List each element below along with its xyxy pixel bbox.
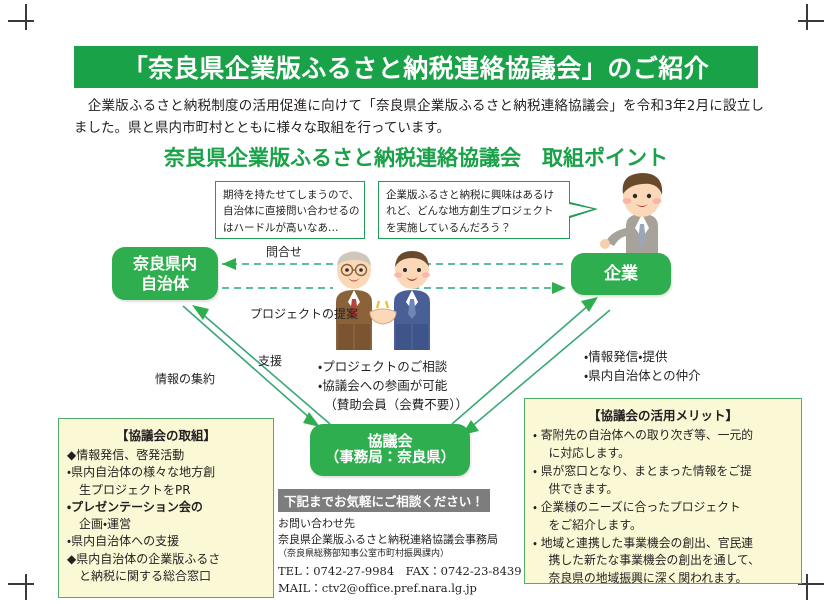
contact-banner: 下記までお気軽にご相談ください！ bbox=[278, 489, 490, 512]
bubble-left-line-2: 自治体に直接問い合わせるの bbox=[223, 205, 360, 218]
crop-mark-top-right bbox=[798, 4, 824, 30]
panel-activities-heading: 【協議会の取組】 bbox=[115, 428, 216, 443]
diagram-node-municipality: 奈良県内 自治体 bbox=[112, 247, 218, 300]
panel-line: をご紹介します。 bbox=[533, 517, 642, 532]
bubble-right-line-2: れど、どんな地方創生プロジェクト bbox=[386, 205, 554, 218]
speech-bubble-municipality-concern: 期待を持たせてしまうので、 自治体に直接問い合わせるの はハードルが高いなあ… bbox=[215, 181, 365, 239]
arrow-label-proposal: プロジェクトの提案 bbox=[250, 307, 359, 321]
company-role-bullets: ・情報発信・提供 ・県内自治体との仲介 bbox=[584, 348, 701, 386]
node-municipality-line-2: 自治体 bbox=[140, 273, 189, 293]
arrow-label-support: 支援 bbox=[258, 354, 283, 368]
panel-line: と納税に関する総合窓口 bbox=[67, 568, 212, 583]
bubble-left-line-3: はハードルが高いなあ… bbox=[223, 221, 339, 234]
panel-line: ・ 寄附先の自治体への取り次ぎ等、一元的 bbox=[533, 428, 754, 442]
contact-label: お問い合わせ先 bbox=[278, 517, 355, 530]
company-bullet-2: ・県内自治体との仲介 bbox=[584, 367, 701, 383]
bubble-right-line-1: 企業版ふるさと納税に興味はあるけ bbox=[386, 189, 554, 201]
panel-line: 奈良県の地域振興に深く関われます。 bbox=[533, 571, 748, 586]
intro-paragraph: 企業版ふるさと納税制度の活用促進に向けて「奈良県企業版ふるさと納税連絡協議会」を… bbox=[74, 96, 764, 140]
node-municipality-line-1: 奈良県内 bbox=[132, 254, 197, 274]
illustration-pointing-businessman bbox=[600, 173, 663, 256]
center-bullet-2: ・協議会への参画が可能 bbox=[318, 377, 448, 393]
contact-office: 奈良県企業版ふるさと納税連絡協議会事務局 bbox=[278, 533, 498, 547]
node-council-line-1: 協議会 bbox=[367, 432, 413, 451]
panel-line: ・ 県が窓口となり、まとまった情報をご提 bbox=[533, 463, 752, 478]
panel-line: 携した新たな事業機会の創出を通して、 bbox=[533, 553, 760, 568]
panel-line: に対応します。 bbox=[533, 445, 630, 460]
section-heading: 奈良県企業版ふるさと納税連絡協議会 取組ポイント bbox=[164, 146, 668, 170]
crop-mark-top-left bbox=[8, 4, 34, 30]
document-title: 「奈良県企業版ふるさと納税連絡協議会」のご紹介 bbox=[122, 54, 710, 83]
center-bullet-1: ・プロジェクトのご相談 bbox=[318, 359, 448, 374]
panel-council-merits: 【協議会の活用メリット】 ・ 寄附先の自治体への取り次ぎ等、一元的 に対応します… bbox=[524, 398, 802, 585]
arrow-label-inquiry: 問合せ bbox=[266, 245, 303, 259]
center-bullet-3: （賛助会員（会費不要）） bbox=[318, 396, 469, 412]
council-benefit-bullets: ・プロジェクトのご相談 ・協議会への参画が可能 （賛助会員（会費不要）） bbox=[318, 358, 468, 414]
company-bullet-1: ・情報発信・提供 bbox=[584, 349, 668, 364]
panel-line: ・県内自治体への支援 bbox=[67, 534, 180, 549]
contact-tel-fax: TEL：0742-27-9984 FAX：0742-23-8439 bbox=[278, 563, 522, 578]
bubble-right-line-3: を実施しているんだろう？ bbox=[386, 221, 512, 234]
panel-line: 生プロジェクトをPR bbox=[67, 482, 191, 497]
panel-line: ・ 地域と連携した事業機会の創出、官民連 bbox=[533, 535, 754, 550]
panel-merits-heading: 【協議会の活用メリット】 bbox=[587, 408, 738, 423]
bubble-left-line-1: 期待を持たせてしまうので、 bbox=[223, 189, 360, 201]
panel-line: 企画・運営 bbox=[67, 517, 132, 532]
intro-text: 企業版ふるさと納税制度の活用促進に向けて「奈良県企業版ふるさと納税連絡協議会」を… bbox=[74, 98, 764, 136]
contact-office-sub: （奈良県総務部知事公室市町村振興課内） bbox=[278, 549, 450, 560]
panel-council-activities: 【協議会の取組】 ◆情報発信、啓発活動・県内自治体の様々な地方創 生プロジェクト… bbox=[58, 418, 274, 598]
panel-line: 供できます。 bbox=[533, 481, 619, 496]
panel-activities-lines: ◆情報発信、啓発活動・県内自治体の様々な地方創 生プロジェクトをPR ・プレゼンテ… bbox=[67, 447, 265, 585]
node-company-label: 企業 bbox=[604, 263, 638, 284]
panel-line: ・県内自治体の様々な地方創 bbox=[67, 465, 216, 480]
contact-block: 下記までお気軽にご相談ください！ お問い合わせ先 奈良県企業版ふるさと納税連絡協… bbox=[278, 489, 522, 596]
diagram-node-council: 協議会 （事務局：奈良県） bbox=[310, 424, 470, 476]
node-council-line-2: （事務局：奈良県） bbox=[324, 450, 456, 467]
speech-bubble-company-question: 企業版ふるさと納税に興味はあるけ れど、どんな地方創生プロジェクト を実施してい… bbox=[378, 181, 570, 239]
speech-bubble-tail bbox=[569, 202, 598, 218]
crop-mark-bottom-left bbox=[8, 574, 34, 600]
contact-mail: MAIL：ctv2@office.pref.nara.lg.jp bbox=[278, 580, 477, 595]
panel-line: ◆情報発信、啓発活動 bbox=[67, 448, 185, 462]
panel-merits-lines: ・ 寄附先の自治体への取り次ぎ等、一元的 に対応します。・ 県が窓口となり、まと… bbox=[533, 427, 793, 588]
crop-mark-bottom-right bbox=[798, 574, 824, 600]
arrow-label-aggregate: 情報の集約 bbox=[155, 372, 216, 386]
panel-line: ◆県内自治体の企業版ふるさ bbox=[67, 551, 221, 566]
diagram-node-company: 企業 bbox=[571, 253, 671, 295]
panel-line: ・プレゼンテーション会の bbox=[67, 499, 203, 514]
panel-line: ・ 企業様のニーズに合ったプロジェクト bbox=[533, 499, 741, 514]
illustration-handshake-pair bbox=[336, 251, 430, 350]
document-title-bar: 「奈良県企業版ふるさと納税連絡協議会」のご紹介 bbox=[74, 46, 758, 88]
